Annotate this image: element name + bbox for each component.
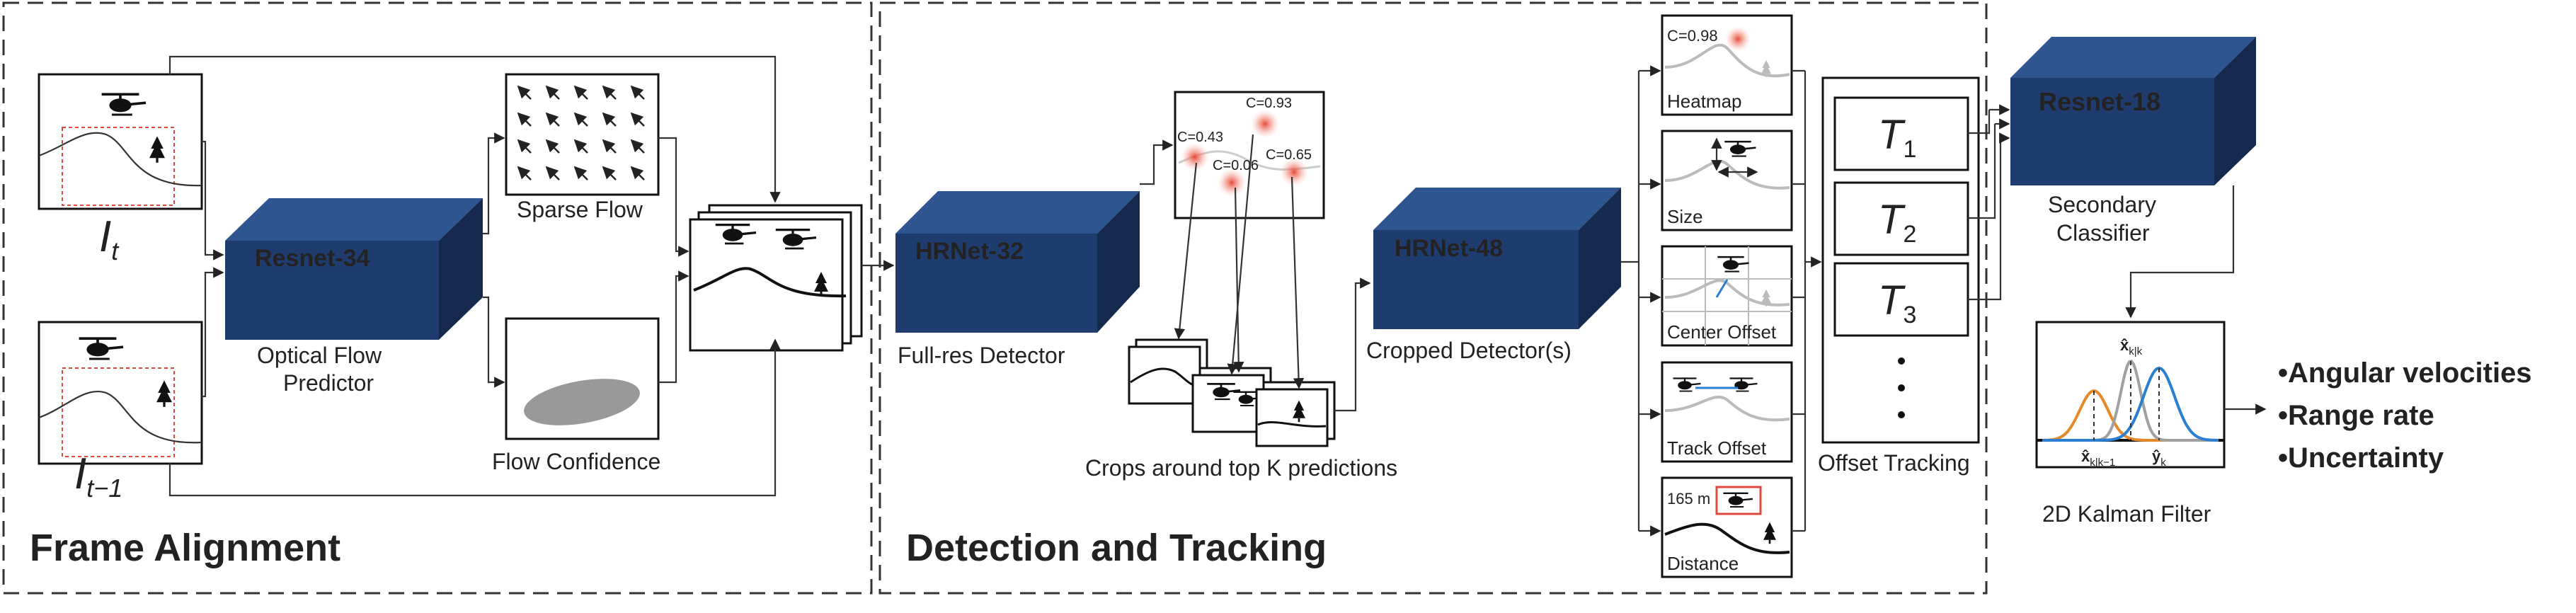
tracks-to-classifier-connectors xyxy=(1968,104,2010,301)
confidence-1: C=0.43 xyxy=(1177,130,1223,145)
kalman-caption: 2D Kalman Filter xyxy=(2042,501,2211,527)
current-frame-image xyxy=(38,73,203,210)
kalman-measurement-label: ŷk xyxy=(2152,447,2166,469)
track-1: T1 xyxy=(1878,112,1916,163)
hrnet32-label: HRNet-32 xyxy=(915,238,1024,265)
size-head: Size xyxy=(1661,130,1793,231)
flow-vector-icon xyxy=(517,85,532,100)
crops-caption: Crops around top K predictions xyxy=(1085,455,1397,481)
resnet34-block: Resnet-34 xyxy=(225,198,483,340)
flow-vector-icon xyxy=(573,85,588,100)
resnet18-block: Resnet-18 xyxy=(2010,37,2256,185)
heatmap-confidence: C=0.98 xyxy=(1667,27,1718,45)
frame-alignment-connectors xyxy=(168,55,895,497)
flow-vector-icon xyxy=(517,112,532,127)
flow-confidence-panel xyxy=(505,317,660,440)
detection-tracking-title: Detection and Tracking xyxy=(906,527,1327,569)
flow-vector-icon xyxy=(602,85,617,100)
flow-vector-icon xyxy=(517,139,532,154)
heads-to-tracking-connectors xyxy=(1792,69,1822,532)
confidence-2: C=0.06 xyxy=(1213,158,1259,173)
track-3: T3 xyxy=(1878,277,1916,328)
output-list: •Angular velocities •Range rate •Uncerta… xyxy=(2278,357,2532,474)
center-offset-head: Center Offset xyxy=(1661,245,1793,347)
distance-head: 165 m Distance xyxy=(1661,476,1793,578)
distance-label: Distance xyxy=(1667,553,1739,574)
optical-flow-caption-1: Optical Flow xyxy=(257,343,382,368)
detection-tracking-region xyxy=(878,1,1988,595)
kalman-posterior-label: x̂k|k xyxy=(2120,336,2143,357)
sparse-flow-caption: Sparse Flow xyxy=(517,197,643,222)
flow-vector-icon xyxy=(545,139,560,154)
secondary-classifier-caption-1: Secondary xyxy=(2048,192,2156,217)
cropped-detector-caption: Cropped Detector(s) xyxy=(1366,338,1572,363)
kalman-filter-panel: x̂k|k x̂k|k−1 ŷk xyxy=(2035,321,2226,469)
flow-vector-icon xyxy=(573,166,588,181)
track-offset-label: Track Offset xyxy=(1667,437,1767,459)
sparse-flow-panel xyxy=(505,73,660,196)
heatmap-label: Heatmap xyxy=(1667,91,1742,112)
crop-connectors xyxy=(1174,134,1371,412)
flow-vector-icon xyxy=(630,139,645,154)
head-connectors xyxy=(1621,65,1661,537)
classifier-to-kalman xyxy=(2125,185,2235,319)
flow-confidence-caption: Flow Confidence xyxy=(492,449,660,474)
heatmap-head: C=0.98 Heatmap xyxy=(1661,14,1793,116)
track-offset-head: Track Offset xyxy=(1661,361,1793,463)
hrnet48-label: HRNet-48 xyxy=(1395,235,1503,262)
offset-tracking-panel: T1 T2 T3 xyxy=(1821,76,1980,444)
hrnet32-block: HRNet-32 xyxy=(895,191,1140,333)
hrnet32-to-detections xyxy=(1140,139,1174,185)
full-res-detections: C=0.93 C=0.43 C=0.06 C=0.65 xyxy=(1174,91,1325,219)
track-2: T2 xyxy=(1878,197,1916,248)
flow-vector-icon xyxy=(573,139,588,154)
flow-vector-icon xyxy=(602,139,617,154)
output-angular-velocities: •Angular velocities xyxy=(2278,357,2532,389)
offset-tracking-caption: Offset Tracking xyxy=(1818,450,1970,476)
output-range-rate: •Range rate xyxy=(2278,400,2434,431)
full-res-detector-caption: Full-res Detector xyxy=(898,343,1065,368)
flow-vector-icon xyxy=(517,166,532,181)
kalman-prior-label: x̂k|k−1 xyxy=(2081,447,2115,469)
flow-vector-icon xyxy=(545,85,560,100)
frame-alignment-region xyxy=(2,1,873,595)
flow-vector-icon xyxy=(602,166,617,181)
flow-vector-icon xyxy=(630,166,645,181)
flow-vector-icon xyxy=(573,112,588,127)
hrnet48-block: HRNet-48 xyxy=(1373,188,1621,329)
resnet18-label: Resnet-18 xyxy=(2039,87,2160,116)
output-uncertainty: •Uncertainty xyxy=(2278,442,2444,474)
flow-vector-icon xyxy=(545,166,560,181)
flow-vector-icon xyxy=(545,112,560,127)
flow-vector-icon xyxy=(602,112,617,127)
frame-alignment-title: Frame Alignment xyxy=(30,527,340,569)
previous-frame-image xyxy=(38,321,203,465)
current-frame-label: It xyxy=(99,212,120,265)
center-offset-label: Center Offset xyxy=(1667,321,1777,343)
flow-vector-icon xyxy=(630,85,645,100)
optical-flow-caption-2: Predictor xyxy=(283,370,374,396)
distance-value: 165 m xyxy=(1667,490,1710,508)
secondary-classifier-caption-2: Classifier xyxy=(2056,220,2150,246)
aligned-frames xyxy=(689,204,863,352)
crops-stack xyxy=(1128,338,1336,447)
confidence-0: C=0.93 xyxy=(1246,96,1292,111)
size-label: Size xyxy=(1667,206,1703,227)
previous-frame-label: It−1 xyxy=(74,449,122,503)
flow-vector-icon xyxy=(630,112,645,127)
confidence-3: C=0.65 xyxy=(1266,147,1312,163)
resnet34-label: Resnet-34 xyxy=(255,245,370,272)
